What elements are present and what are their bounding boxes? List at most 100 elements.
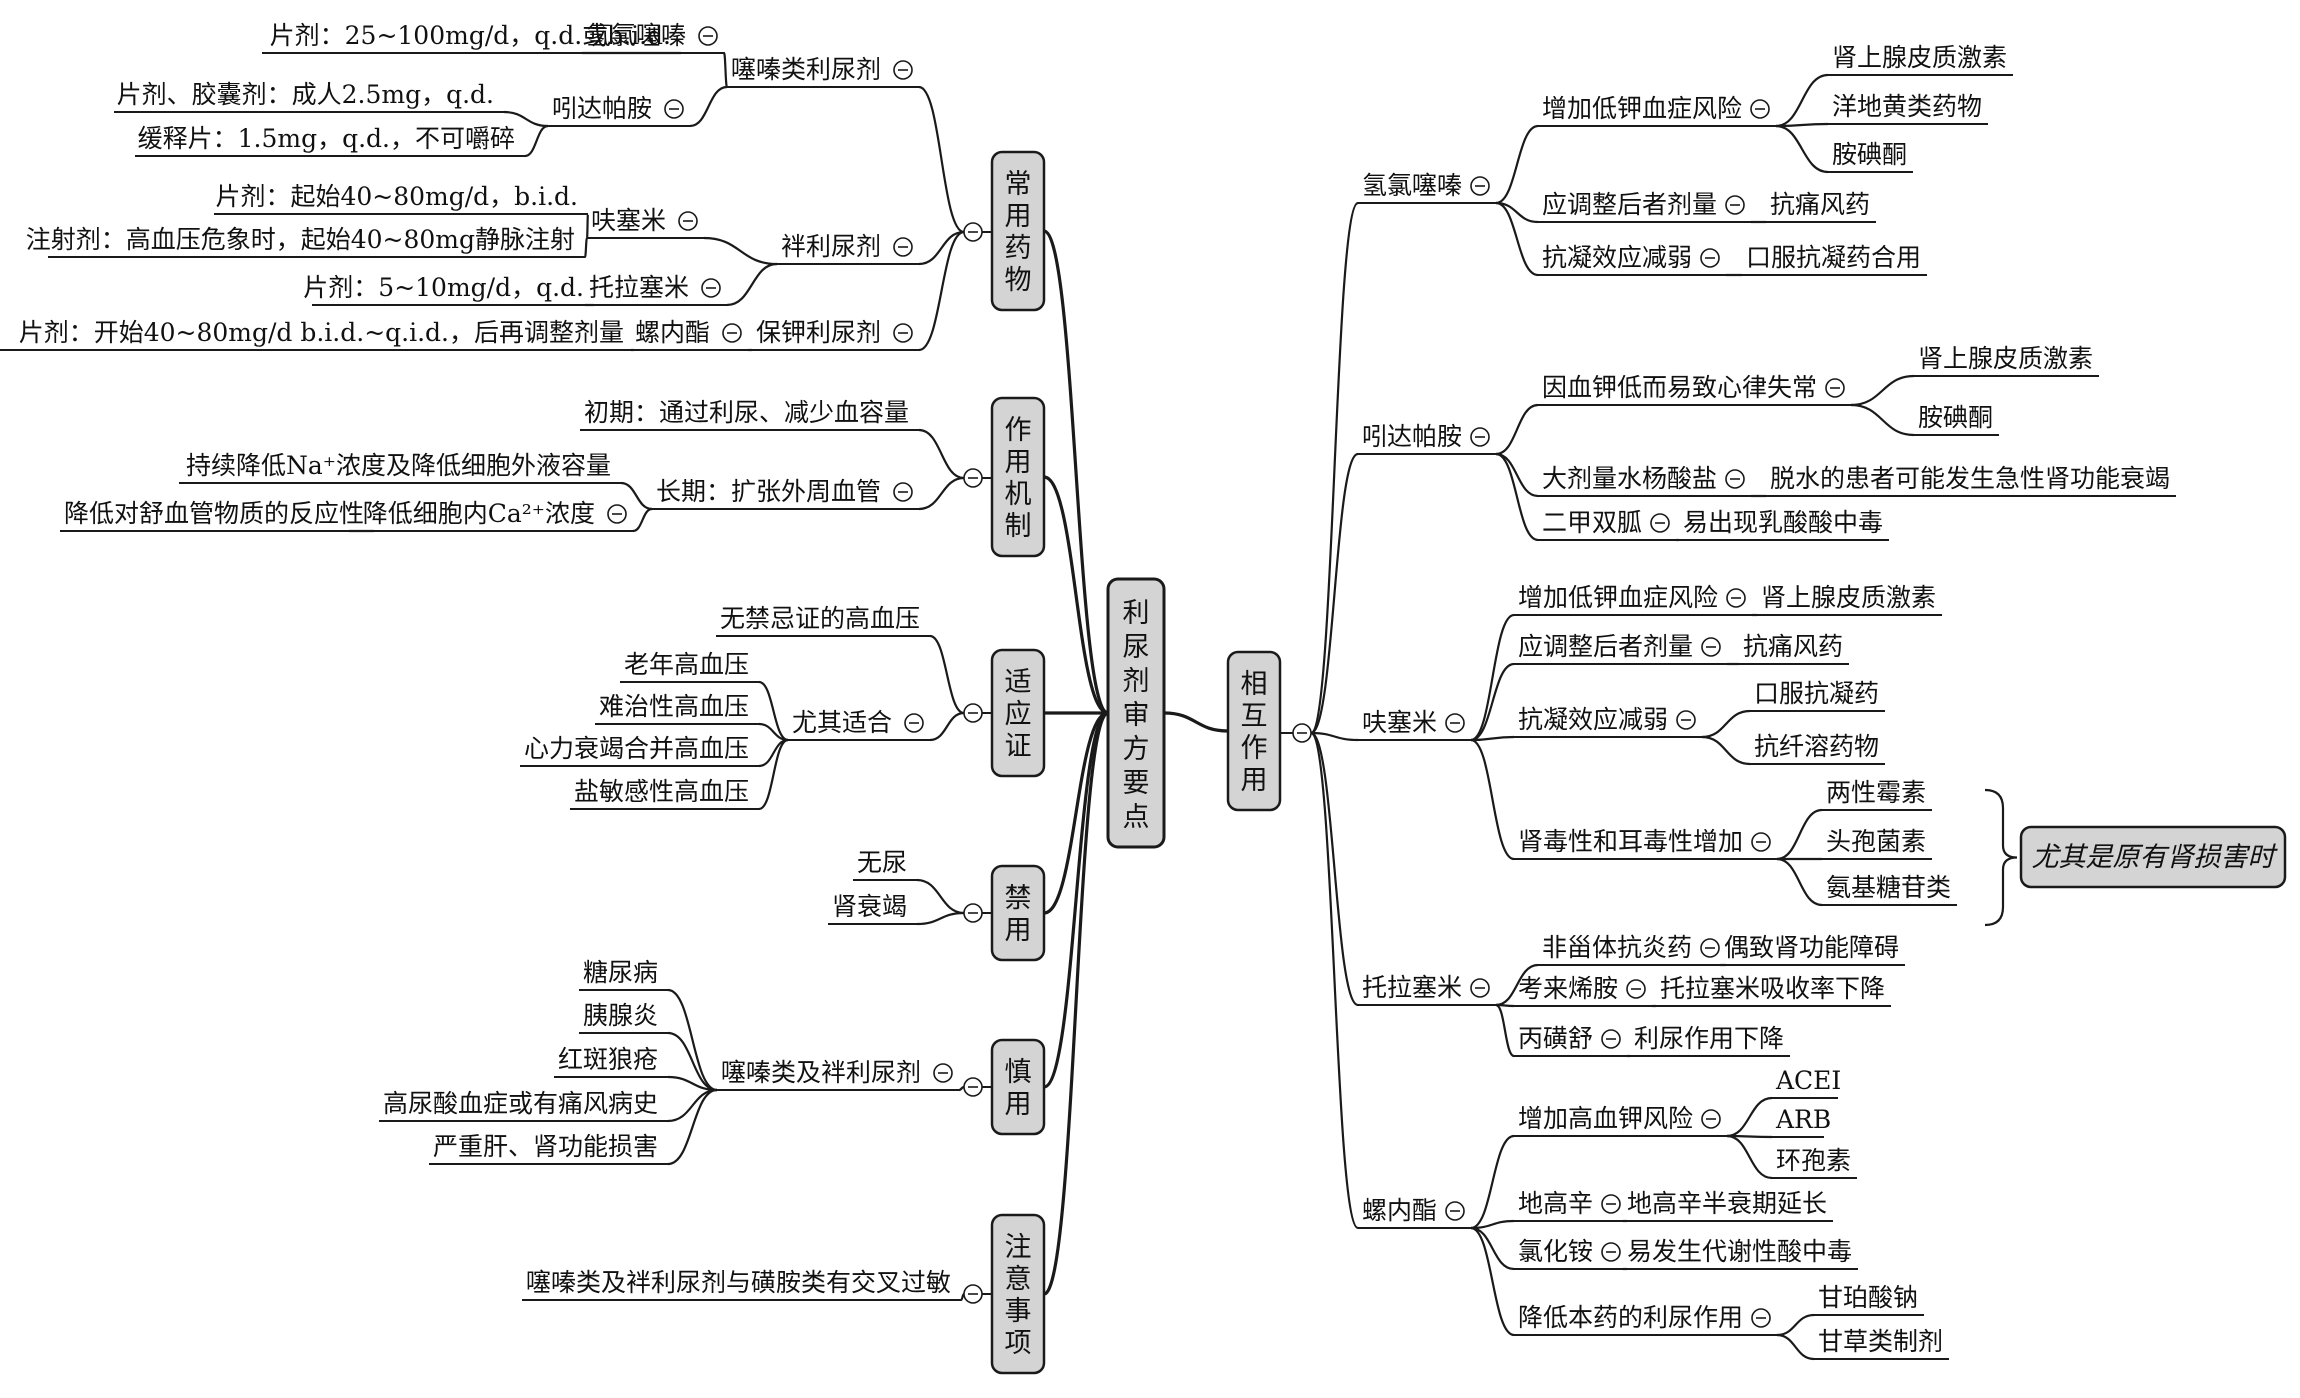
node-label: 脱水的患者可能发生急性肾功能衰竭 <box>1770 464 2170 493</box>
collapse-toggle[interactable] <box>664 99 684 119</box>
connector-line <box>1495 452 1539 498</box>
collapse-toggle[interactable] <box>1601 1194 1621 1214</box>
connector-line <box>689 85 728 128</box>
node-label: 螺内酯 <box>635 318 710 347</box>
collapse-toggle[interactable] <box>963 703 983 723</box>
collapse-toggle[interactable] <box>893 60 913 80</box>
branch-node[interactable]: 慎用 <box>990 1038 1046 1136</box>
collapse-toggle[interactable] <box>1750 99 1770 119</box>
collapse-toggle[interactable] <box>1700 938 1720 958</box>
node-label: 非甾体抗炎药 <box>1542 933 1692 962</box>
collapse-toggle[interactable] <box>1825 378 1845 398</box>
collapse-toggle[interactable] <box>1601 1242 1621 1262</box>
collapse-toggle[interactable] <box>1701 1109 1721 1129</box>
collapse-toggle[interactable] <box>1650 513 1670 533</box>
connector-line <box>667 1088 718 1123</box>
collapse-toggle[interactable] <box>904 713 924 733</box>
node-label: 利尿作用下降 <box>1634 1024 1784 1053</box>
node-label: 片剂：25~100mg/d，q.d.或b.i.d. <box>270 21 671 50</box>
branch-node[interactable]: 相互作用 <box>1226 650 1282 812</box>
collapse-toggle[interactable] <box>933 1063 953 1083</box>
branch-node[interactable]: 作用机制 <box>990 396 1046 558</box>
node-label: 偶致肾功能障碍 <box>1724 933 1899 962</box>
connector-line <box>632 507 653 533</box>
node-label: 糖尿病 <box>583 958 658 987</box>
root-node[interactable]: 利尿剂审方要点 <box>1106 577 1166 849</box>
branch-node[interactable]: 禁用 <box>990 864 1046 962</box>
connector-line <box>1701 735 1751 766</box>
collapse-toggle[interactable] <box>963 222 983 242</box>
node-label: 无禁忌证的高血压 <box>720 604 920 633</box>
collapse-toggle[interactable] <box>893 323 913 343</box>
connector-line <box>585 212 590 240</box>
connector-line <box>1495 963 1539 1007</box>
node-label: 胺碘酮 <box>1918 403 1993 432</box>
collapse-toggle[interactable] <box>1445 1201 1465 1221</box>
node-label: 降低细胞内Ca²⁺浓度 <box>363 499 595 528</box>
collapse-toggle[interactable] <box>1726 588 1746 608</box>
branch-node[interactable]: 适应证 <box>990 648 1046 778</box>
connector-line <box>1309 731 1360 1230</box>
branch-node-label: 注意事项 <box>1005 1232 1032 1359</box>
collapse-toggle[interactable] <box>1751 1308 1771 1328</box>
node-label: 因血钾低而易致心律失常 <box>1542 373 1817 402</box>
connector-line <box>918 476 965 511</box>
collapse-toggle[interactable] <box>963 1077 983 1097</box>
collapse-toggle[interactable] <box>963 903 983 923</box>
connector-line <box>1470 1134 1515 1230</box>
connector-line <box>1775 73 1829 128</box>
node-label: 心力衰竭合并高血压 <box>524 734 749 763</box>
connector-line <box>1043 229 1109 715</box>
connector-line <box>1495 124 1539 205</box>
collapse-toggle[interactable] <box>1292 723 1312 743</box>
connector-line <box>1043 475 1109 715</box>
node-label: 吲达帕胺 <box>552 94 652 123</box>
connector-line <box>1470 735 1515 742</box>
collapse-toggle[interactable] <box>1470 176 1490 196</box>
collapse-toggle[interactable] <box>1470 978 1490 998</box>
node-label: 抗痛风药 <box>1743 632 1843 661</box>
collapse-toggle[interactable] <box>1470 427 1490 447</box>
branch-node[interactable]: 注意事项 <box>990 1213 1046 1375</box>
collapse-toggle[interactable] <box>1445 713 1465 733</box>
mind-map-nodes: 利尿剂审方要点常用药物噻嗪类利尿剂氢氯噻嗪片剂：25~100mg/d，q.d.或… <box>0 21 2287 1375</box>
collapse-toggle[interactable] <box>1601 1029 1621 1049</box>
connector-line <box>1701 709 1751 739</box>
collapse-toggle[interactable] <box>963 1284 983 1304</box>
collapse-toggle[interactable] <box>1701 637 1721 657</box>
collapse-toggle[interactable] <box>1626 979 1646 999</box>
collapse-toggle[interactable] <box>963 468 983 488</box>
collapse-toggle[interactable] <box>1725 469 1745 489</box>
connector-line <box>1776 1313 1815 1337</box>
collapse-toggle[interactable] <box>701 278 721 298</box>
connector-line <box>1310 731 1359 1007</box>
collapse-toggle[interactable] <box>893 482 913 502</box>
callout-box[interactable]: 尤其是原有肾损害时 <box>2019 825 2287 889</box>
connector-line <box>1776 808 1823 861</box>
collapse-toggle[interactable] <box>678 211 698 231</box>
collapse-toggle[interactable] <box>1751 832 1771 852</box>
collapse-toggle[interactable] <box>698 26 718 46</box>
branch-node[interactable]: 常用药物 <box>990 150 1046 312</box>
connector-line <box>758 738 789 811</box>
connector-line <box>503 110 549 128</box>
node-label: 片剂：5~10mg/d，q.d. <box>303 273 584 302</box>
collapse-toggle[interactable] <box>607 504 627 524</box>
collapse-toggle[interactable] <box>1676 710 1696 730</box>
connector-line <box>703 236 778 266</box>
collapse-toggle[interactable] <box>893 237 913 257</box>
connector-line <box>667 1031 718 1092</box>
connector-line <box>918 428 965 480</box>
collapse-toggle[interactable] <box>722 323 742 343</box>
connector-line <box>722 51 729 89</box>
collapse-toggle[interactable] <box>1700 248 1720 268</box>
node-label: 易出现乳酸酸中毒 <box>1683 508 1883 537</box>
collapse-toggle[interactable] <box>1725 195 1745 215</box>
node-label: 呋塞米 <box>1362 708 1437 737</box>
connector-line <box>1776 1333 1815 1361</box>
node-label: 丙磺舒 <box>1518 1024 1593 1053</box>
connector-line <box>758 680 789 742</box>
node-label: 托拉塞米 <box>589 273 689 302</box>
node-label: 初期：通过利尿、减少血容量 <box>584 398 909 427</box>
